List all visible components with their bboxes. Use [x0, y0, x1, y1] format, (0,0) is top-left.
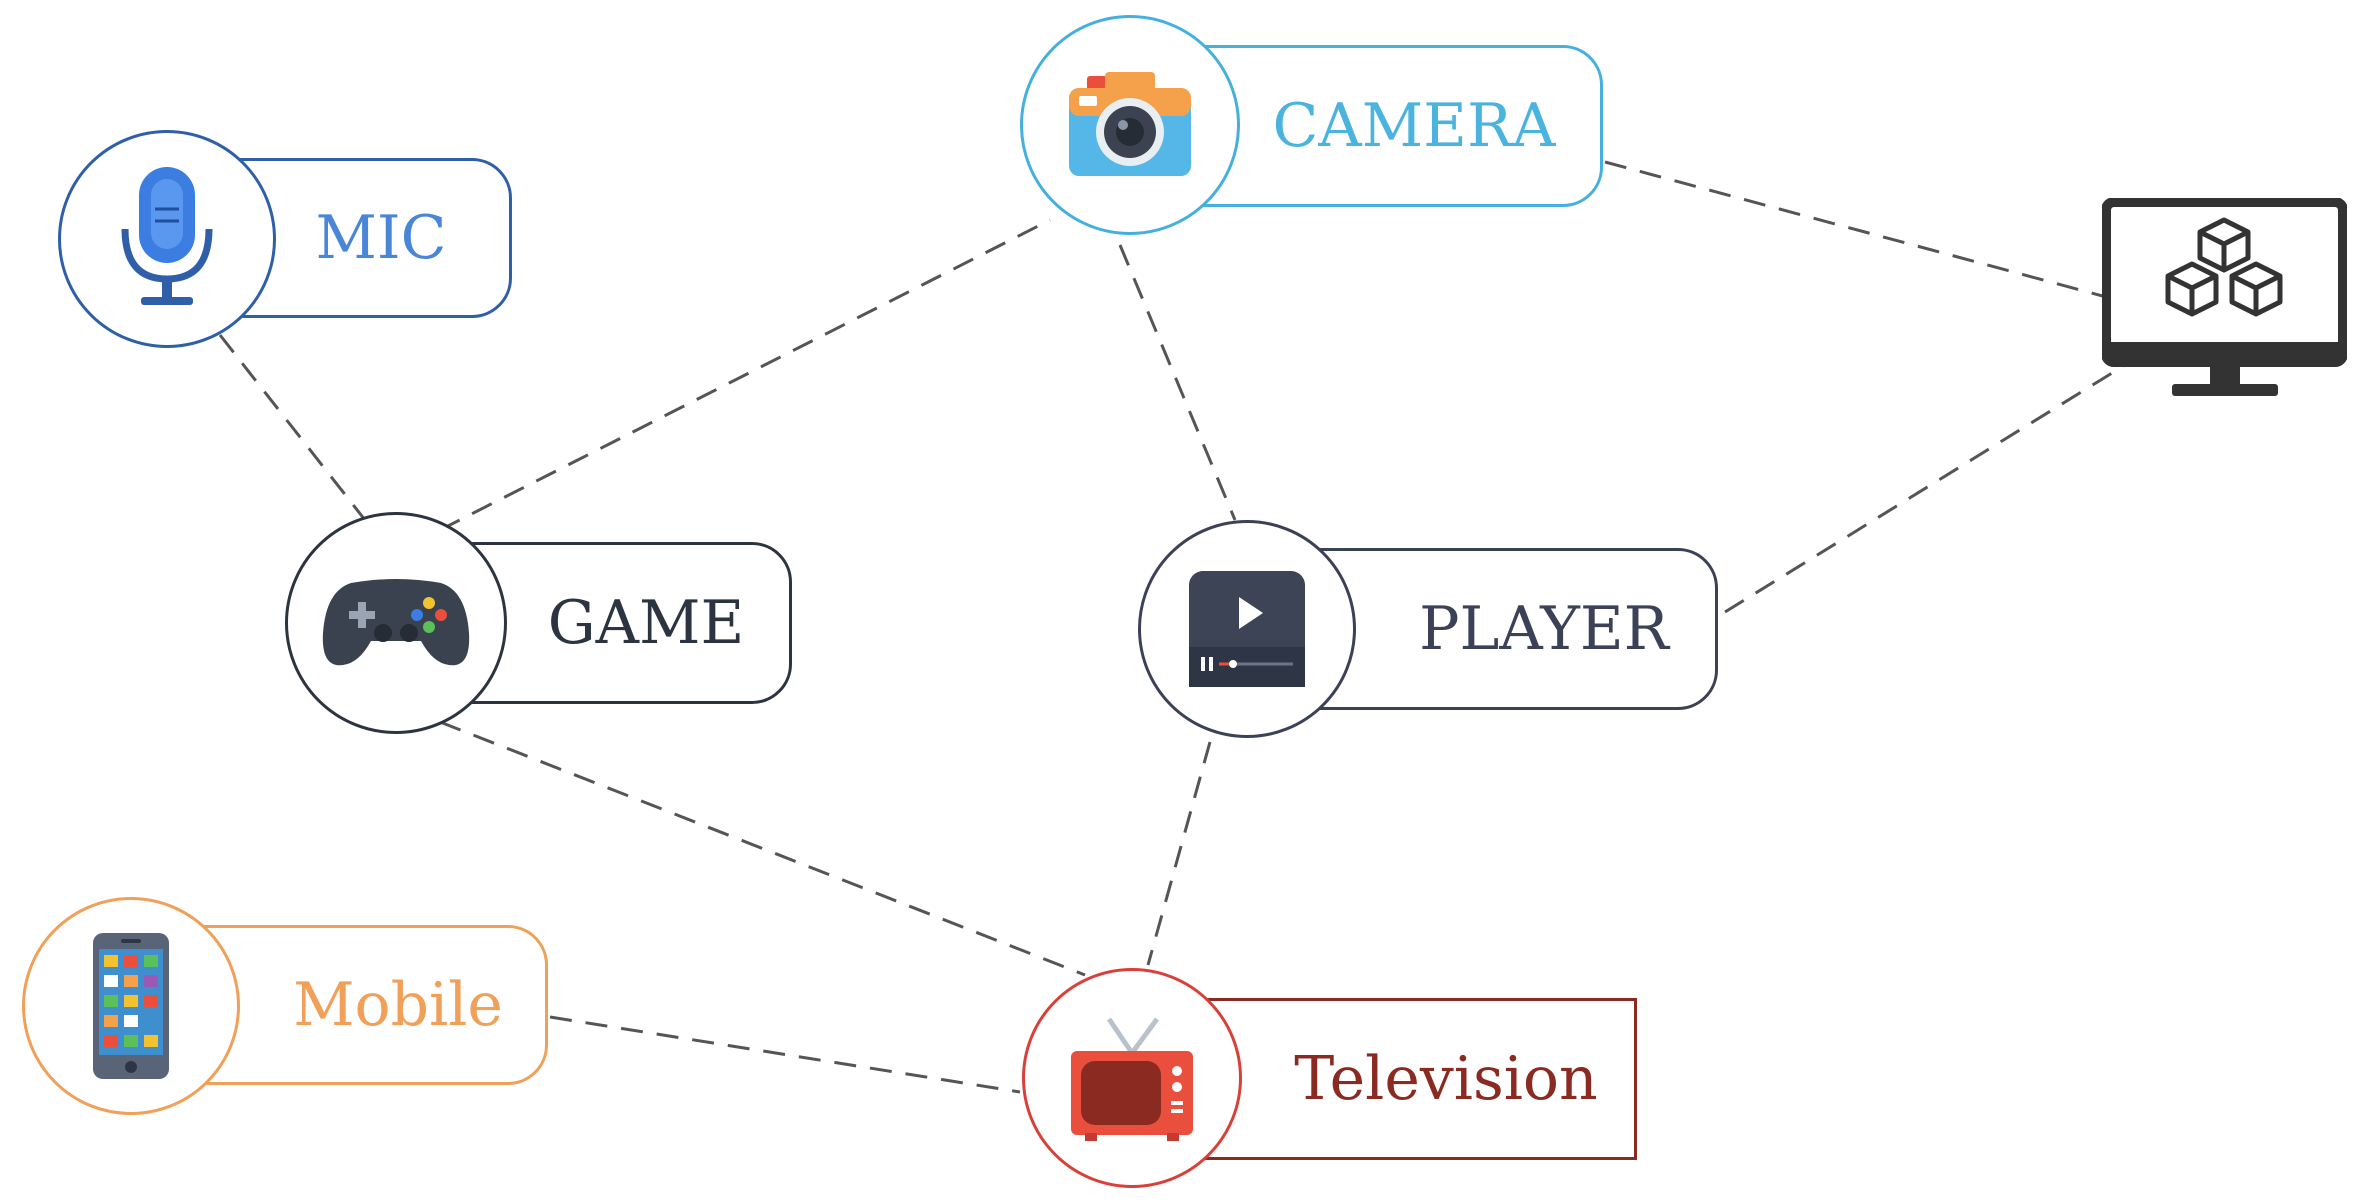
link-mobile-television [549, 1015, 1021, 1094]
camera-node [1020, 15, 1240, 235]
link-player-monitor [1724, 363, 2126, 614]
television-node [1022, 968, 1242, 1188]
camera-label: CAMERA [1272, 91, 1556, 161]
game-node [285, 512, 507, 734]
mobile-label: Mobile [293, 970, 503, 1040]
mic-node [58, 130, 276, 348]
mobile-node [22, 897, 240, 1115]
player-node [1138, 520, 1356, 738]
link-player-television [1146, 741, 1212, 966]
mic-label-box: MIC [210, 158, 512, 318]
video-player-icon [1189, 571, 1305, 687]
television-label-box: Television [1175, 998, 1637, 1160]
link-game-television [439, 720, 1086, 977]
monitor-cubes-icon [2102, 198, 2347, 396]
microphone-icon [121, 167, 213, 305]
television-label: Television [1294, 1044, 1598, 1114]
link-camera-player [1118, 244, 1237, 521]
game-label: GAME [547, 588, 745, 658]
mic-label: MIC [315, 203, 447, 273]
link-camera-monitor [1604, 160, 2111, 300]
link-mic-game [218, 334, 367, 521]
gamepad-icon [322, 579, 470, 666]
television-icon [1071, 1017, 1193, 1141]
link-game-camera [439, 218, 1051, 532]
camera-label-box: CAMERA [1175, 45, 1603, 207]
smartphone-icon [93, 933, 169, 1079]
player-label: PLAYER [1419, 594, 1669, 664]
camera-icon [1069, 72, 1191, 176]
